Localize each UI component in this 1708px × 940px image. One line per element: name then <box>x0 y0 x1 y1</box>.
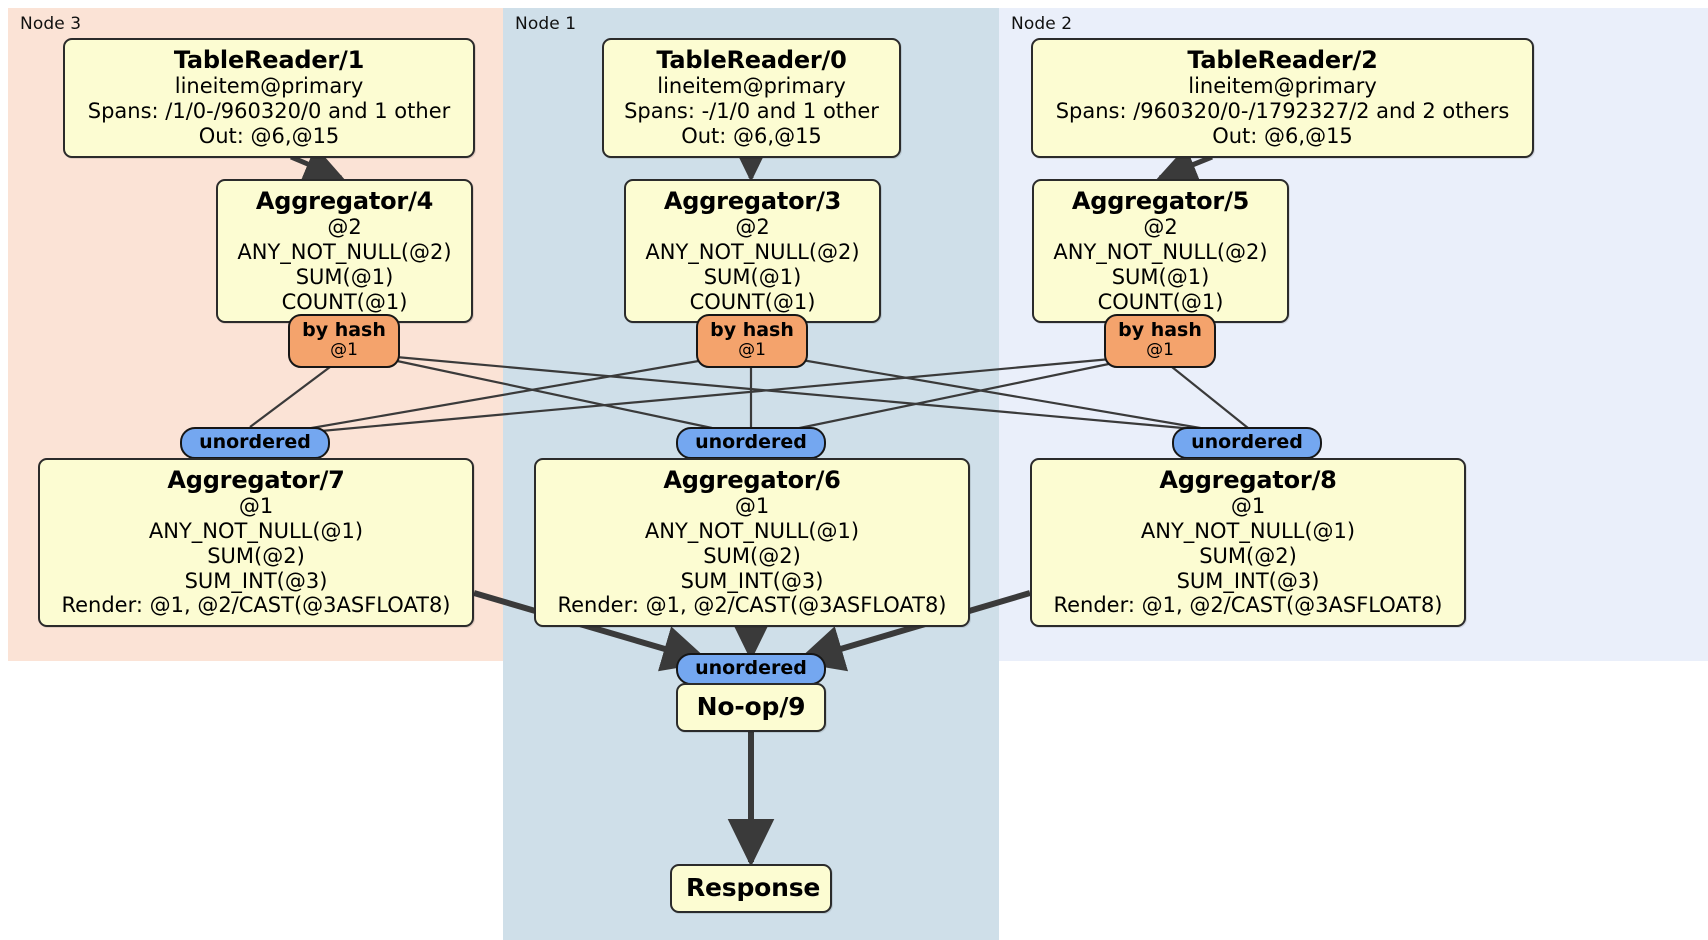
processor-line: @2 <box>327 215 362 240</box>
processor-line: ANY_NOT_NULL(@1) <box>148 519 364 544</box>
panel-node-1-label: Node 1 <box>515 14 577 34</box>
processor-line: Render: @1, @2/CAST(@3ASFLOAT8) <box>61 593 451 618</box>
processor-aggregator-4[interactable]: Aggregator/4 @2 ANY_NOT_NULL(@2) SUM(@1)… <box>216 179 473 324</box>
processor-line: SUM(@1) <box>295 264 394 289</box>
stage-by-hash-mid[interactable]: by hash @1 <box>696 314 808 368</box>
processor-line: SUM(@2) <box>703 543 801 568</box>
processor-line: SUM(@2) <box>207 543 305 568</box>
processor-line: Spans: /1/0-/960320/0 and 1 other <box>87 99 451 124</box>
stage-by-hash-right[interactable]: by hash @1 <box>1104 314 1216 368</box>
stage-unordered-mid[interactable]: unordered <box>676 427 826 459</box>
stage-column-label: @1 <box>330 339 358 360</box>
panel-node-2-label: Node 2 <box>1011 14 1073 34</box>
processor-line: Out: @6,@15 <box>1212 123 1353 148</box>
processor-title: Aggregator/3 <box>663 187 842 215</box>
processor-line: lineitem@primary <box>1188 74 1377 99</box>
processor-line: SUM(@2) <box>1199 543 1297 568</box>
processor-line: Render: @1, @2/CAST(@3ASFLOAT8) <box>1053 593 1443 618</box>
processor-line: @2 <box>1143 215 1178 240</box>
processor-line: SUM(@1) <box>1111 264 1210 289</box>
stage-type-label: by hash <box>302 319 386 341</box>
processor-line: Spans: /960320/0-/1792327/2 and 2 others <box>1055 99 1510 124</box>
processor-aggregator-6[interactable]: Aggregator/6 @1 ANY_NOT_NULL(@1) SUM(@2)… <box>534 458 970 628</box>
processor-aggregator-7[interactable]: Aggregator/7 @1 ANY_NOT_NULL(@1) SUM(@2)… <box>38 458 474 628</box>
processor-line: ANY_NOT_NULL(@2) <box>645 240 860 265</box>
processor-line: lineitem@primary <box>657 74 846 99</box>
stage-column-label: @1 <box>1146 339 1174 360</box>
panel-node-3-label: Node 3 <box>20 14 82 34</box>
stage-type-label: unordered <box>199 431 311 454</box>
processor-line: ANY_NOT_NULL(@1) <box>1140 519 1356 544</box>
processor-line: SUM_INT(@3) <box>680 568 824 593</box>
processor-line: SUM_INT(@3) <box>184 568 328 593</box>
stage-type-label: by hash <box>1118 319 1202 341</box>
processor-line: @1 <box>238 494 274 519</box>
processor-line: SUM_INT(@3) <box>1176 568 1320 593</box>
processor-title: Aggregator/5 <box>1071 187 1250 215</box>
processor-no-op-9[interactable]: No-op/9 <box>676 683 826 732</box>
stage-type-label: unordered <box>1191 431 1303 454</box>
processor-line: ANY_NOT_NULL(@1) <box>644 519 860 544</box>
processor-title: Aggregator/6 <box>663 466 841 494</box>
processor-line: COUNT(@1) <box>689 289 816 314</box>
processor-line: @1 <box>1230 494 1266 519</box>
processor-line: COUNT(@1) <box>1097 289 1224 314</box>
processor-title: Aggregator/8 <box>1159 466 1337 494</box>
processor-line: COUNT(@1) <box>281 289 408 314</box>
processor-line: ANY_NOT_NULL(@2) <box>237 240 452 265</box>
stage-type-label: unordered <box>695 657 807 680</box>
processor-title: Aggregator/4 <box>255 187 434 215</box>
processor-response[interactable]: Response <box>670 864 832 913</box>
processor-aggregator-8[interactable]: Aggregator/8 @1 ANY_NOT_NULL(@1) SUM(@2)… <box>1030 458 1466 628</box>
processor-line: Out: @6,@15 <box>681 123 822 148</box>
processor-line: SUM(@1) <box>703 264 802 289</box>
processor-line: Spans: -/1/0 and 1 other <box>624 99 879 124</box>
processor-line: Render: @1, @2/CAST(@3ASFLOAT8) <box>557 593 947 618</box>
stage-unordered-left[interactable]: unordered <box>180 427 330 459</box>
processor-table-reader-0[interactable]: TableReader/0 lineitem@primary Spans: -/… <box>602 38 901 158</box>
processor-line: Out: @6,@15 <box>198 123 340 148</box>
processor-line: lineitem@primary <box>174 74 364 99</box>
processor-aggregator-5[interactable]: Aggregator/5 @2 ANY_NOT_NULL(@2) SUM(@1)… <box>1032 179 1289 324</box>
stage-type-label: unordered <box>695 431 807 454</box>
processor-title: Response <box>686 873 821 902</box>
stage-column-label: @1 <box>738 339 766 360</box>
processor-line: ANY_NOT_NULL(@2) <box>1053 240 1268 265</box>
stage-unordered-right[interactable]: unordered <box>1172 427 1322 459</box>
processor-aggregator-3[interactable]: Aggregator/3 @2 ANY_NOT_NULL(@2) SUM(@1)… <box>624 179 881 324</box>
stage-type-label: by hash <box>710 319 794 341</box>
processor-title: Aggregator/7 <box>167 466 345 494</box>
processor-title: TableReader/1 <box>173 46 365 74</box>
processor-table-reader-2[interactable]: TableReader/2 lineitem@primary Spans: /9… <box>1031 38 1534 158</box>
processor-line: @2 <box>735 215 770 240</box>
processor-line: @1 <box>734 494 770 519</box>
processor-title: TableReader/2 <box>1187 46 1378 74</box>
processor-title: No-op/9 <box>696 692 806 721</box>
stage-unordered-final[interactable]: unordered <box>676 653 826 685</box>
stage-by-hash-left[interactable]: by hash @1 <box>288 314 400 368</box>
processor-title: TableReader/0 <box>656 46 847 74</box>
processor-table-reader-1[interactable]: TableReader/1 lineitem@primary Spans: /1… <box>63 38 475 158</box>
